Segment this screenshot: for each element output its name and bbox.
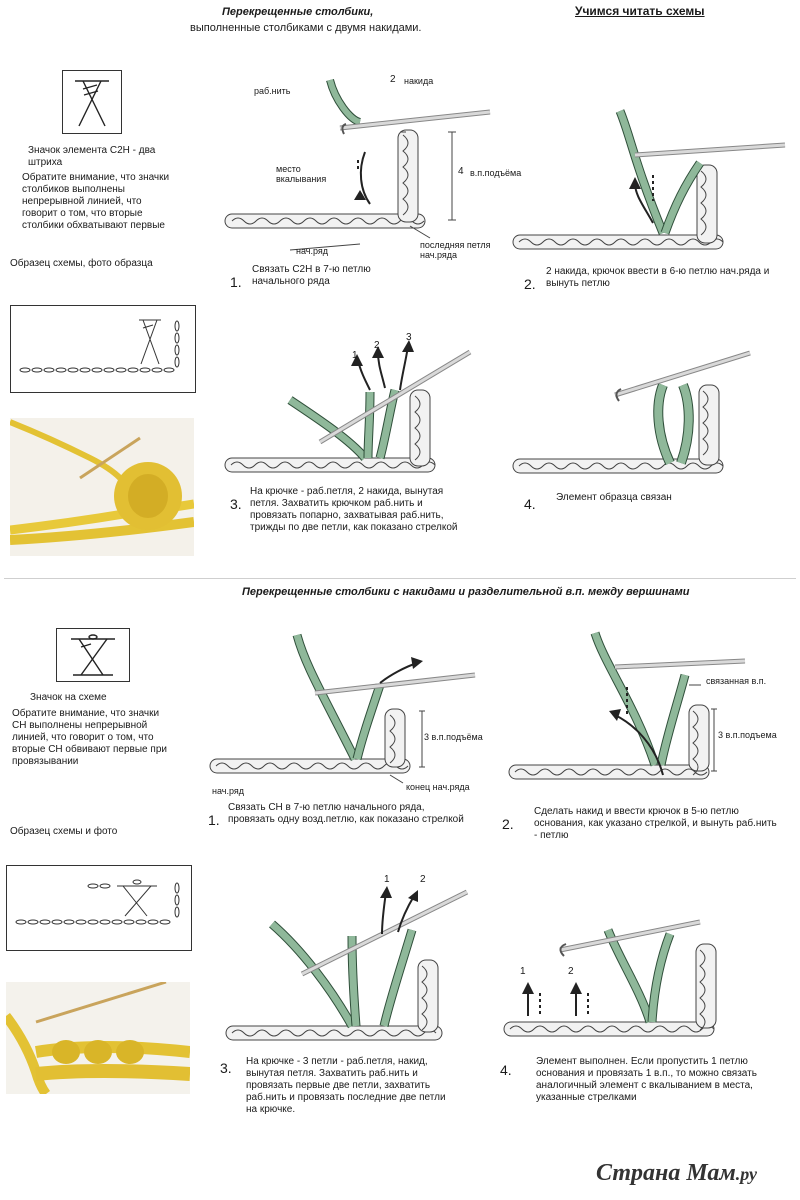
step2-diagram — [512, 109, 786, 250]
label-ch-num: 4 — [458, 166, 464, 177]
step2-number: 2. — [524, 276, 536, 292]
s2-label-turning-ch: 3 в.п.подъёма — [424, 732, 483, 742]
base-chain — [224, 213, 426, 229]
s2-step1-diagram — [209, 633, 476, 784]
s2-step2-number: 2. — [502, 816, 514, 832]
s2-label-turning-ch-2: 3 в.п.подъема — [718, 730, 777, 740]
crossed-dc-ch-symbol-icon — [71, 634, 115, 676]
label-turning-ch: в.п.подъёма — [470, 168, 522, 178]
section1-title-line2: выполненные столбиками с двумя накидами. — [190, 22, 422, 34]
arrow-2 — [397, 895, 415, 933]
symbol-caption-c2h: Значок элемента С2Н - два штриха — [28, 145, 156, 168]
header-learn-schemes: Учимся читать схемы — [575, 4, 705, 18]
watermark-suffix: .ру — [735, 1164, 758, 1184]
step1-diagram — [224, 78, 491, 251]
step3-number: 3. — [230, 496, 242, 512]
section1-title-line1: Перекрещенные столбики, — [222, 6, 374, 18]
arrow-3 — [399, 345, 409, 391]
step1-number: 1. — [230, 274, 242, 290]
base-chain — [224, 457, 436, 473]
yellow-yarn-photo-2 — [6, 982, 190, 1094]
sample-photo-1 — [10, 418, 194, 556]
arrow-label-2: 2 — [374, 340, 380, 351]
section2-title: Перекрещенные столбики с накидами и разд… — [242, 586, 690, 598]
section-divider — [4, 578, 796, 579]
arrow-1 — [381, 891, 387, 935]
s2-step1-number: 1. — [208, 812, 220, 828]
crossed-dc2-symbol-icon — [75, 80, 109, 127]
label-start-row: нач.ряд — [296, 246, 328, 256]
note-2: Обратите внимание, что значки СН выполне… — [12, 708, 167, 767]
step4-number: 4. — [524, 496, 536, 512]
s2-step4-number: 4. — [500, 1062, 512, 1078]
step4-diagram — [512, 350, 751, 474]
base-chain — [508, 764, 710, 780]
label-yo: накида — [404, 76, 434, 86]
label-insertion-place: место вкалывания — [276, 164, 327, 184]
s2-step2-diagram — [508, 631, 746, 780]
watermark-text: Страна Мам — [596, 1160, 736, 1186]
sample-scheme-drawing — [19, 319, 180, 373]
yellow-yarn-photo-1 — [10, 419, 194, 545]
step4-text: Элемент образца связан — [556, 492, 672, 503]
sample-scheme-drawing-2 — [15, 879, 180, 925]
s2-step3-text: На крючке - 3 петли - раб.петля, накид, … — [246, 1056, 446, 1115]
s2-step4-arrow-label-1: 1 — [520, 966, 526, 977]
sample-photo-2 — [6, 982, 190, 1094]
s2-step1-text: Связать СН в 7-ю петлю начального ряда, … — [228, 802, 464, 825]
s2-step4-diagram — [503, 919, 717, 1037]
label-yo-num: 2 — [390, 74, 396, 85]
s2-label-end-row: конец нач.ряда — [406, 782, 470, 792]
base-chain — [225, 1025, 443, 1041]
symbol-caption-2: Значок на схеме — [30, 692, 107, 703]
arrow-label-3: 3 — [406, 332, 412, 343]
step1-text: Связать С2Н в 7-ю петлю начального ряда — [252, 264, 371, 287]
step3-text: На крючке - раб.петля, 2 накида, вынутая… — [250, 486, 458, 533]
base-chain — [209, 758, 411, 774]
sample-scheme-box-2 — [6, 865, 192, 951]
s2-step3-arrow-label-2: 2 — [420, 874, 426, 885]
label-last-loop: последняя петля нач.ряда — [420, 240, 491, 260]
sample-caption-1: Образец схемы, фото образца — [10, 258, 153, 269]
watermark-logo: Страна Мам.ру — [596, 1160, 757, 1187]
step3-diagram — [224, 340, 472, 473]
sample-scheme-box-1 — [10, 305, 196, 393]
symbol-box-crossed-dc — [56, 628, 130, 682]
step2-text: 2 накида, крючок ввести в 6-ю петлю нач.… — [546, 266, 770, 289]
note-continuous-line: Обратите внимание, что значки столбиков … — [22, 172, 170, 231]
s2-step3-arrow-label-1: 1 — [384, 874, 390, 885]
label-work-yarn: раб.нить — [254, 86, 291, 96]
sample-caption-2: Образец схемы и фото — [10, 826, 118, 837]
s2-step4-text: Элемент выполнен. Если пропустить 1 петл… — [536, 1056, 757, 1103]
arrow — [614, 714, 664, 776]
s2-step2-text: Сделать накид и ввести крючок в 5-ю петл… — [534, 806, 777, 841]
base-chain — [512, 458, 724, 474]
insertion-arrow — [359, 151, 371, 205]
base-chain — [503, 1021, 715, 1037]
base-chain — [512, 234, 724, 250]
arrow-label-1: 1 — [352, 350, 358, 361]
s2-step3-diagram — [225, 886, 469, 1041]
s2-step3-number: 3. — [220, 1060, 232, 1076]
s2-label-start-row: нач.ряд — [212, 786, 244, 796]
s2-label-chained-ch: связанная в.п. — [706, 676, 767, 686]
s2-step4-arrow-label-2: 2 — [568, 966, 574, 977]
symbol-box-c2h — [62, 70, 122, 134]
